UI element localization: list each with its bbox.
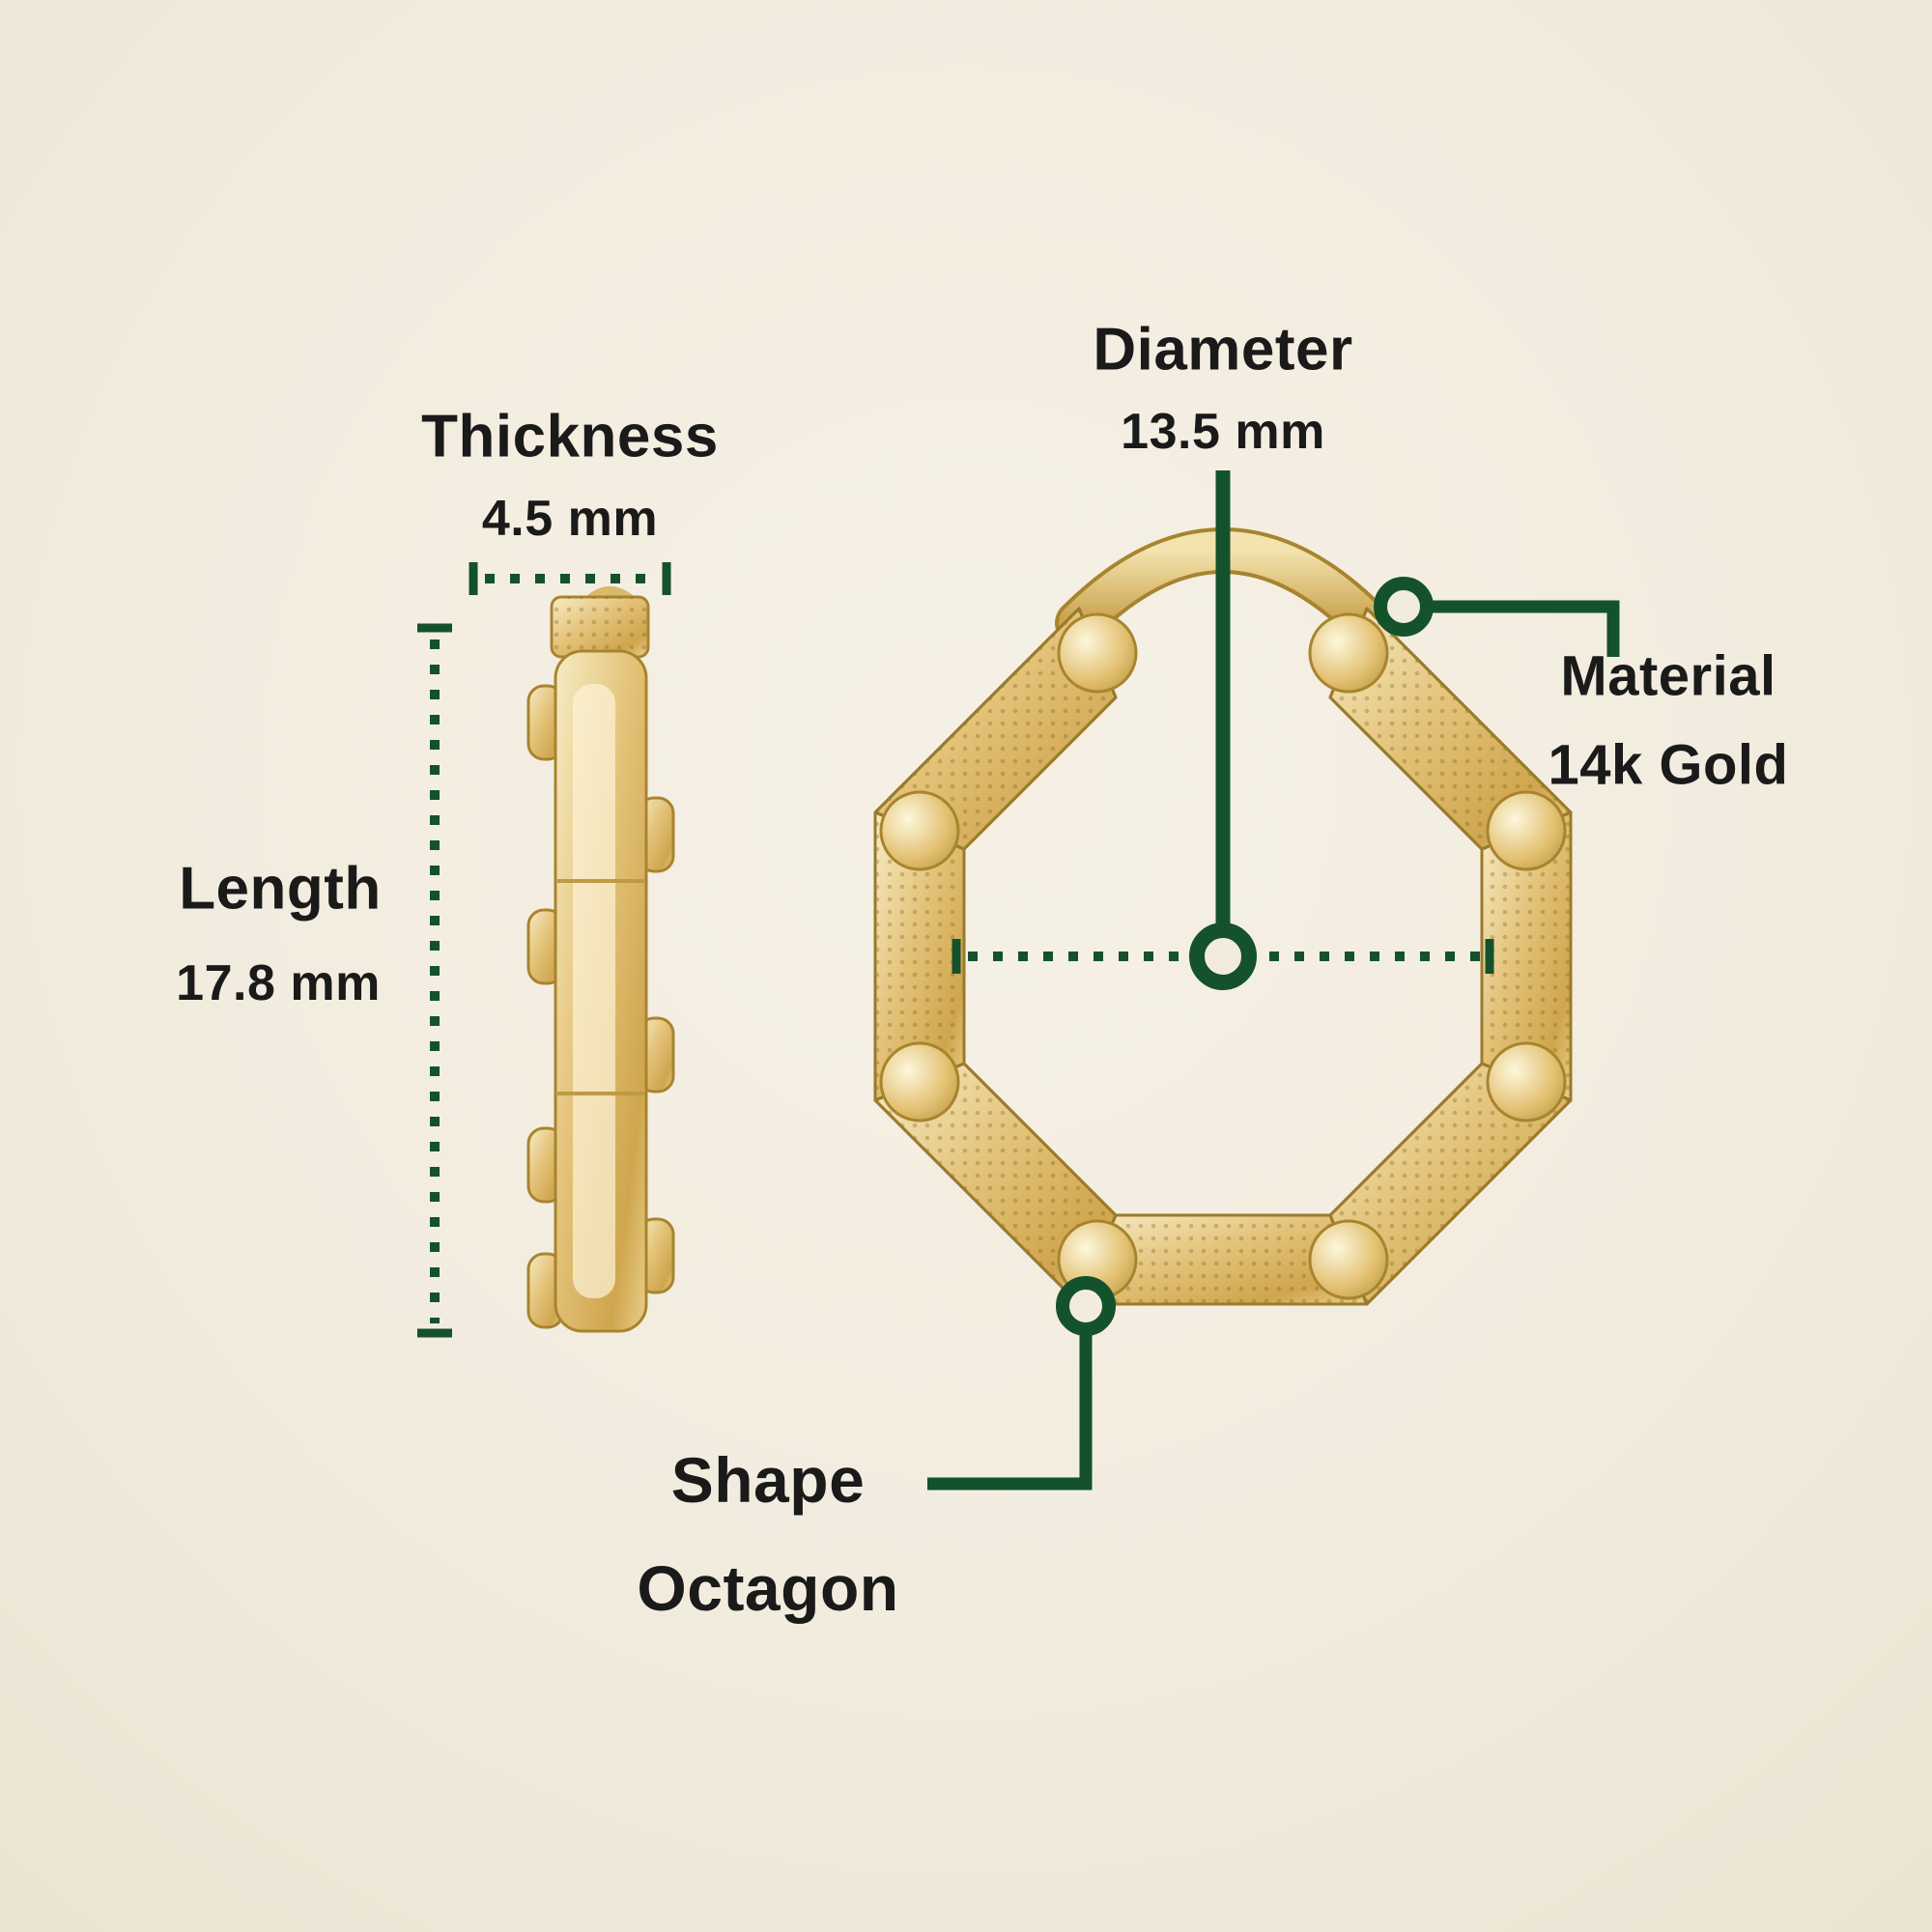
- length-measure-line: [417, 623, 452, 1338]
- shape-callout-line: [927, 1276, 1116, 1491]
- length-value: 17.8 mm: [176, 955, 381, 1011]
- shape-value: Octagon: [637, 1552, 899, 1624]
- length-label: Length: [179, 855, 382, 923]
- material-callout-marker: [1374, 577, 1434, 637]
- material-callout-line: [1374, 577, 1620, 657]
- diameter-label: Diameter: [1093, 316, 1353, 384]
- diameter-value: 13.5 mm: [1121, 404, 1325, 460]
- shape-callout-marker: [1056, 1276, 1116, 1336]
- diameter-center-marker: [1189, 923, 1257, 990]
- material-label: Material: [1560, 644, 1776, 708]
- thickness-measure-line: [469, 562, 671, 595]
- side-clasp-texture: [552, 597, 648, 657]
- diameter-measure-line: [952, 470, 1494, 990]
- earring-side-view: [526, 585, 675, 1333]
- shape-label: Shape: [670, 1444, 866, 1516]
- material-value: 14k Gold: [1548, 733, 1789, 797]
- octagon-ring: [873, 607, 1573, 1306]
- thickness-label: Thickness: [421, 403, 719, 470]
- thickness-value: 4.5 mm: [481, 491, 659, 547]
- side-body-highlight: [573, 684, 615, 1298]
